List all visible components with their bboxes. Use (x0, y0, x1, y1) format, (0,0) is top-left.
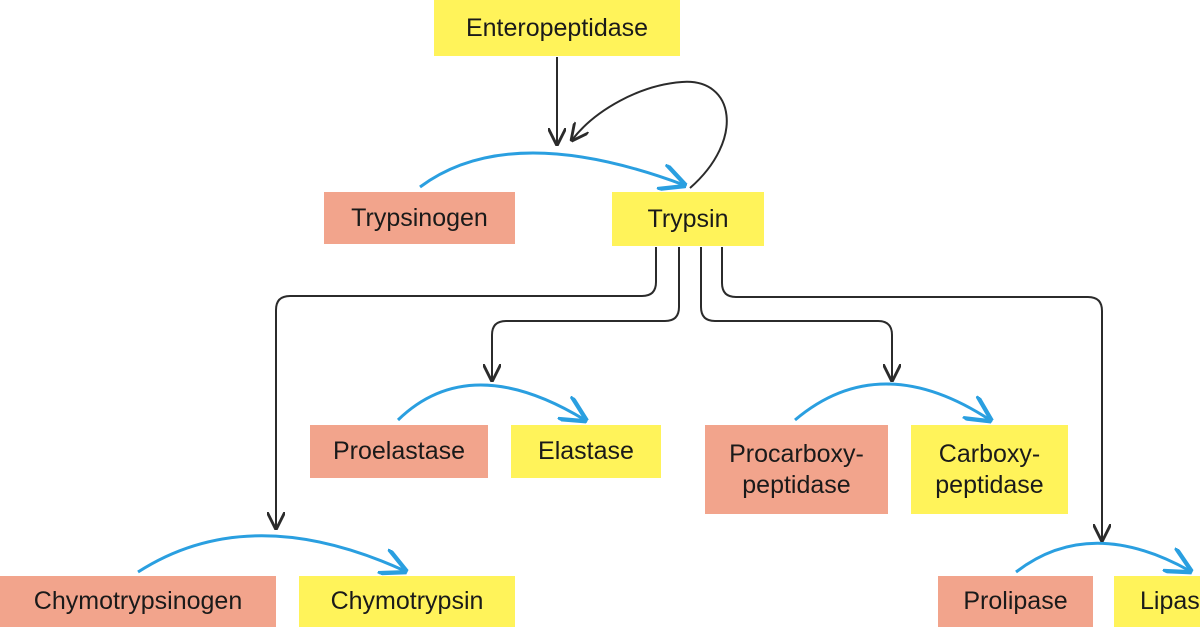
node-chymotrypsin: Chymotrypsin (299, 576, 515, 627)
node-carboxypeptidase: Carboxy- peptidase (911, 425, 1068, 514)
activation-arrow-proelastase (492, 247, 680, 380)
conversion-arrow-carboxypeptidase (794, 382, 990, 420)
node-enteropeptidase: Enteropeptidase (434, 0, 680, 56)
activation-arrow-procarboxypeptidase (700, 247, 892, 380)
node-chymotrypsinogen: Chymotrypsinogen (0, 576, 276, 627)
activation-arrow-chymotrypsinogen (276, 247, 657, 528)
autoactivation-loop-trypsin (572, 80, 728, 189)
node-elastase: Elastase (511, 425, 661, 478)
node-procarboxypeptidase: Procarboxy- peptidase (705, 425, 888, 514)
node-trypsin: Trypsin (612, 192, 764, 246)
node-proelastase: Proelastase (310, 425, 488, 478)
conversion-arrow-elastase (396, 383, 585, 420)
node-lipase: Lipase (1114, 576, 1200, 627)
node-trypsinogen: Trypsinogen (324, 192, 515, 244)
node-prolipase: Prolipase (938, 576, 1093, 627)
conversion-arrow-chymotrypsin (137, 534, 405, 572)
activation-arrow-prolipase (721, 247, 1102, 540)
conversion-arrow-trypsin (419, 151, 684, 187)
conversion-arrow-lipase (1015, 541, 1190, 572)
